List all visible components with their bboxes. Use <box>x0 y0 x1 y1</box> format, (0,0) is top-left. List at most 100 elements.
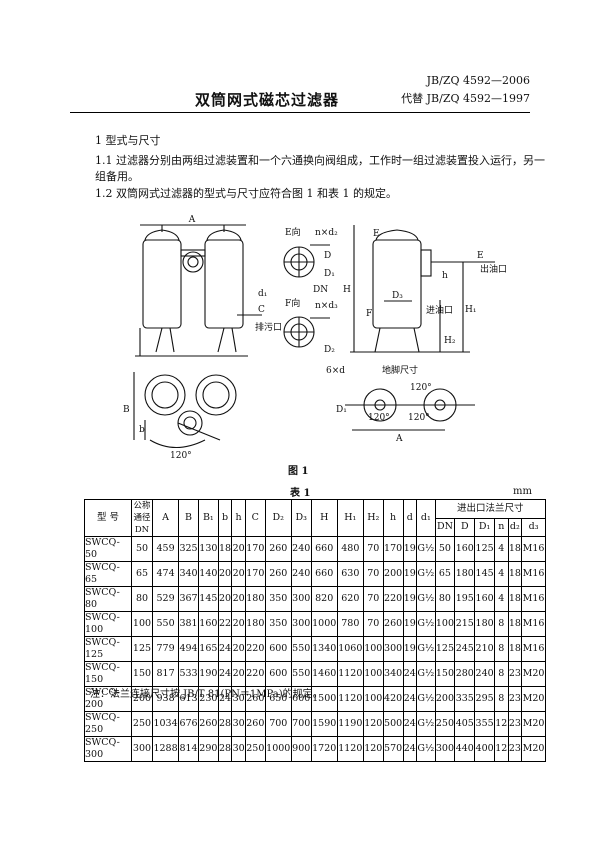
table-cell: 335 <box>454 686 476 712</box>
table-cell: 700 <box>290 711 312 737</box>
table-cell: 12 <box>494 711 509 737</box>
table-cell: M20 <box>521 661 546 687</box>
table-cell: M20 <box>521 711 546 737</box>
table-cell: 215 <box>454 611 476 637</box>
table-cell: 28 <box>217 711 233 737</box>
table-cell: G½ <box>416 561 436 587</box>
table-cell: 8 <box>494 661 509 687</box>
plan-view <box>133 372 237 449</box>
flange-views <box>283 244 330 348</box>
table-cell: 1120 <box>336 661 364 687</box>
table-cell: 1120 <box>336 686 364 712</box>
label-d1: d₁ <box>258 289 267 299</box>
label-angle-120-b: 120° <box>410 383 432 393</box>
standard-number-block: JB/ZQ 4592—2006 代替 JB/ZQ 4592—1997 <box>401 72 530 108</box>
table-cell: 250 <box>434 711 456 737</box>
table-cell: 150 <box>131 661 153 687</box>
table-cell: 300 <box>290 586 312 612</box>
header-flange-n: n <box>494 517 509 537</box>
label-h: h <box>442 271 448 281</box>
header-H1: H₁ <box>336 499 364 537</box>
table-cell: 240 <box>290 536 312 562</box>
header-H2: H₂ <box>362 499 384 537</box>
table-cell: M16 <box>521 536 546 562</box>
table-cell: 19 <box>402 586 418 612</box>
header-rule <box>70 112 530 113</box>
label-D1: D₁ <box>324 269 335 279</box>
table-cell: 630 <box>336 561 364 587</box>
table-cell: 300 <box>290 611 312 637</box>
table-cell: M16 <box>521 611 546 637</box>
table-cell: 19 <box>402 536 418 562</box>
label-H1: H₁ <box>465 305 476 315</box>
table-cell: 18 <box>507 611 523 637</box>
table-cell: 780 <box>336 611 364 637</box>
label-E: E <box>373 229 380 239</box>
table-cell: 20 <box>231 586 246 612</box>
table-cell: 24 <box>402 661 418 687</box>
table-cell: 19 <box>402 611 418 637</box>
label-C: C <box>258 305 265 315</box>
table-cell: 779 <box>151 636 180 662</box>
header-flange-D: D <box>454 517 476 537</box>
header-flange-d2: d₂ <box>507 517 523 537</box>
table-cell: 65 <box>434 561 456 587</box>
header-b: b <box>217 499 233 537</box>
model-cell: SWCQ-125 <box>84 636 132 662</box>
table-cell: 676 <box>178 711 199 737</box>
table-cell: 260 <box>264 536 292 562</box>
model-cell: SWCQ-80 <box>84 586 132 612</box>
foot-print-view <box>345 388 475 431</box>
table-cell: 23 <box>507 711 523 737</box>
table-cell: 24 <box>402 711 418 737</box>
table-cell: 1034 <box>151 711 180 737</box>
figure-1-drawing: A C 排污口 B b 120° E向 n×d₂ D D₁ DN F向 n×d₃… <box>123 215 507 460</box>
table-unit: mm <box>513 486 532 497</box>
table-cell: 550 <box>151 611 180 637</box>
table-cell: 160 <box>197 611 219 637</box>
table-cell: 24 <box>402 736 418 762</box>
table-cell: 20 <box>231 611 246 637</box>
replaces-standard: 代替 JB/ZQ 4592—1997 <box>401 92 530 105</box>
header-flange-D1: D₁ <box>474 517 496 537</box>
table-cell: 1190 <box>336 711 364 737</box>
label-E-arrow: E <box>477 251 484 261</box>
table-cell: 280 <box>454 661 476 687</box>
table-cell: 23 <box>507 661 523 687</box>
table-cell: 200 <box>382 561 404 587</box>
table-cell: 160 <box>474 586 496 612</box>
table-cell: 65 <box>131 561 153 587</box>
table-cell: 30 <box>231 736 246 762</box>
table-cell: 170 <box>244 536 266 562</box>
table-cell: G½ <box>416 736 436 762</box>
table-cell: 20 <box>231 561 246 587</box>
table-cell: 260 <box>382 611 404 637</box>
table-cell: 20 <box>217 586 233 612</box>
header-C: C <box>244 499 266 537</box>
table-cell: 18 <box>507 561 523 587</box>
front-view <box>135 224 262 357</box>
table-cell: 1720 <box>310 736 338 762</box>
label-A: A <box>188 215 196 225</box>
table-cell: 340 <box>178 561 199 587</box>
table-cell: 30 <box>231 711 246 737</box>
table-cell: 600 <box>264 661 292 687</box>
table-cell: 300 <box>382 636 404 662</box>
label-D3: D₃ <box>392 291 403 301</box>
table-cell: 245 <box>454 636 476 662</box>
table-cell: 550 <box>290 661 312 687</box>
label-D: D <box>324 251 331 261</box>
model-cell: SWCQ-250 <box>84 711 132 737</box>
table-cell: G½ <box>416 711 436 737</box>
table-cell: 18 <box>217 536 233 562</box>
label-F: F <box>366 309 372 319</box>
table-cell: 620 <box>336 586 364 612</box>
table-cell: 300 <box>131 736 153 762</box>
